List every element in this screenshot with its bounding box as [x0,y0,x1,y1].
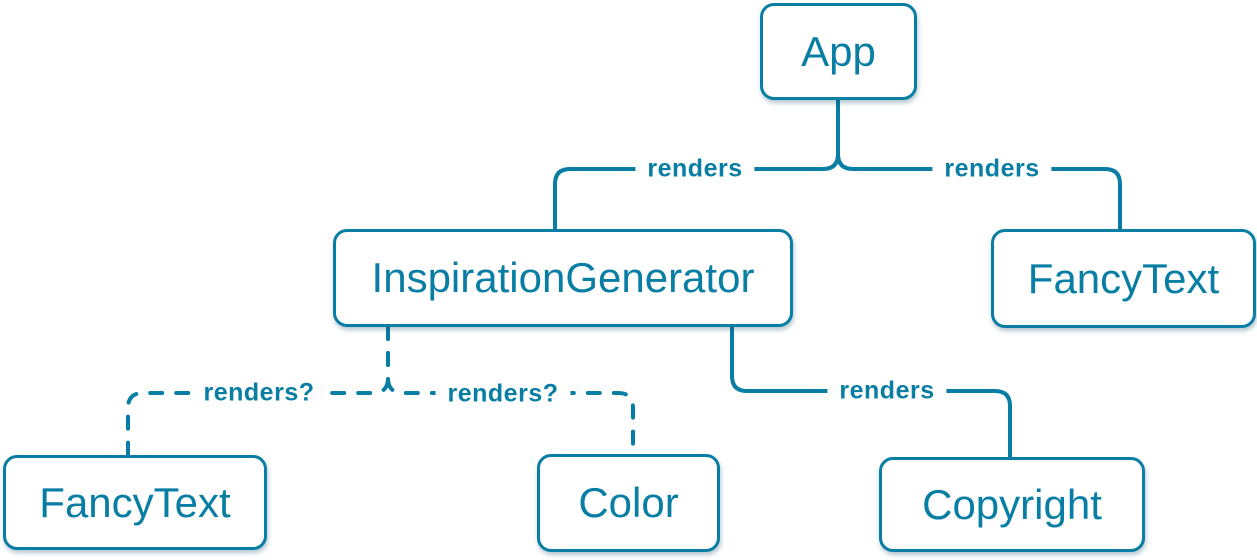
node-color-label: Color [578,479,679,526]
edge-label-app-inspirationgenerator: renders [635,154,755,184]
node-fancy-text-top: FancyText [991,229,1256,328]
node-fancy-text-bottom: FancyText [3,455,267,550]
node-fancy-text-top-label: FancyText [1027,254,1220,302]
node-inspiration-generator-label: InspirationGenerator [371,254,755,301]
node-copyright: Copyright [879,457,1145,552]
edge-label-inspirationgenerator-color: renders? [435,379,571,409]
edge-label-inspirationgenerator-fancytext: renders? [191,378,327,408]
edge-label-inspirationgenerator-copyright: renders [827,376,947,406]
node-copyright-label: Copyright [922,480,1102,528]
node-inspiration-generator: InspirationGenerator [333,229,793,327]
node-app: App [760,3,917,100]
node-app-label: App [801,27,876,75]
node-color: Color [537,454,720,552]
node-fancy-text-bottom-label: FancyText [39,478,231,526]
edge-label-app-fancytext: renders [932,154,1052,184]
